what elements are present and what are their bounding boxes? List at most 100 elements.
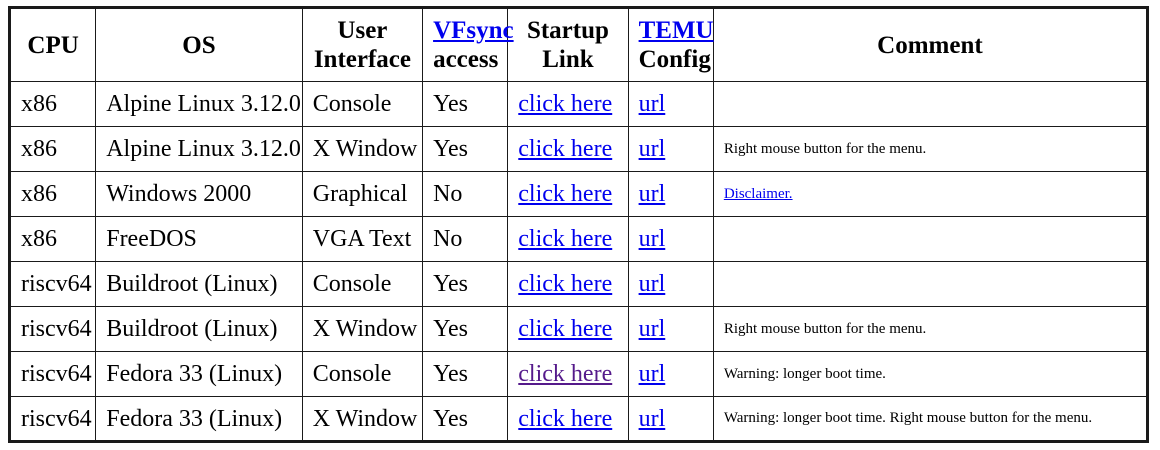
cell-cpu: x86: [8, 216, 97, 262]
cell-user-interface: Console: [301, 351, 424, 397]
cell-user-interface: Console: [301, 81, 424, 127]
temu-config-link[interactable]: url: [638, 226, 666, 252]
cell-cpu: x86: [8, 126, 97, 172]
cell-comment: Right mouse button for the menu.: [712, 126, 1149, 172]
cell-vfsync-access: Yes: [422, 396, 509, 442]
column-header-cpu: CPU: [8, 7, 97, 82]
cell-startup-link: click here: [507, 216, 629, 262]
cell-vfsync-access: Yes: [422, 126, 509, 172]
cell-user-interface: X Window: [301, 396, 424, 442]
cell-temu-config: url: [627, 81, 714, 127]
column-header-vfsync-line1: VFsync: [433, 16, 514, 45]
cell-temu-config: url: [627, 396, 714, 442]
cell-vfsync-access: Yes: [422, 306, 509, 352]
temu-config-link[interactable]: url: [638, 316, 666, 342]
cell-startup-link: click here: [507, 261, 629, 307]
column-header-os: OS: [95, 7, 303, 82]
cell-cpu: riscv64: [8, 351, 97, 397]
cell-os: Buildroot (Linux): [95, 306, 303, 352]
temu-config-link[interactable]: url: [638, 361, 666, 387]
startup-link[interactable]: click here: [518, 91, 613, 117]
temu-config-link[interactable]: url: [638, 181, 666, 207]
comment-text: Warning: longer boot time.: [723, 365, 886, 382]
temu-config-link[interactable]: url: [638, 136, 666, 162]
cell-startup-link: click here: [507, 81, 629, 127]
temu-config-link[interactable]: url: [638, 271, 666, 297]
cell-temu-config: url: [627, 351, 714, 397]
cell-user-interface: Console: [301, 261, 424, 307]
startup-link[interactable]: click here: [518, 226, 613, 252]
cell-temu-config: url: [627, 171, 714, 217]
cell-vfsync-access: Yes: [422, 351, 509, 397]
cell-comment: Right mouse button for the menu.: [712, 306, 1149, 352]
cell-comment: [712, 81, 1149, 127]
comment-text: Right mouse button for the menu.: [723, 320, 927, 337]
cell-vfsync-access: No: [422, 216, 509, 262]
cell-user-interface: X Window: [301, 126, 424, 172]
cell-cpu: riscv64: [8, 396, 97, 442]
startup-link[interactable]: click here: [518, 316, 613, 342]
cell-os: Buildroot (Linux): [95, 261, 303, 307]
cell-vfsync-access: Yes: [422, 261, 509, 307]
column-header-startup-line2: Link: [542, 46, 594, 73]
cell-temu-config: url: [627, 126, 714, 172]
cell-cpu: riscv64: [8, 306, 97, 352]
cell-comment: Disclaimer.: [712, 171, 1149, 217]
cell-cpu: x86: [8, 171, 97, 217]
cell-user-interface: X Window: [301, 306, 424, 352]
column-header-vfsync-line2: access: [433, 46, 499, 73]
column-header-startup-line1: Startup: [526, 17, 609, 44]
comment-link[interactable]: Disclaimer.: [723, 185, 793, 202]
cell-vfsync-access: Yes: [422, 81, 509, 127]
cell-os: Alpine Linux 3.12.0: [95, 126, 303, 172]
cell-startup-link: click here: [507, 306, 629, 352]
startup-link[interactable]: click here: [518, 271, 613, 297]
cell-os: FreeDOS: [95, 216, 303, 262]
comment-text: Warning: longer boot time. Right mouse b…: [723, 410, 1093, 426]
startup-link[interactable]: click here: [518, 405, 613, 432]
cell-os: Fedora 33 (Linux): [95, 351, 303, 397]
comment-text: Right mouse button for the menu.: [723, 140, 927, 157]
cell-comment: Warning: longer boot time. Right mouse b…: [712, 396, 1149, 442]
cell-cpu: x86: [8, 81, 97, 127]
header-link-vfsync[interactable]: VFsync: [433, 17, 514, 44]
cell-vfsync-access: No: [422, 171, 509, 217]
column-header-cpu-line1: CPU: [27, 31, 79, 59]
cell-os: Windows 2000: [95, 171, 303, 217]
startup-link[interactable]: click here: [518, 361, 613, 387]
cell-startup-link: click here: [507, 171, 629, 217]
cell-comment: [712, 261, 1149, 307]
cell-startup-link: click here: [507, 126, 629, 172]
cell-cpu: riscv64: [8, 261, 97, 307]
cell-os: Alpine Linux 3.12.0: [95, 81, 303, 127]
column-header-comment-line1: Comment: [877, 31, 983, 59]
cell-comment: [712, 216, 1149, 262]
startup-link[interactable]: click here: [518, 181, 613, 207]
cell-temu-config: url: [627, 216, 714, 262]
cell-startup-link: click here: [507, 351, 629, 397]
cell-comment: Warning: longer boot time.: [712, 351, 1149, 397]
temu-config-link[interactable]: url: [638, 405, 666, 432]
temu-config-link[interactable]: url: [638, 91, 666, 117]
startup-link[interactable]: click here: [518, 136, 613, 162]
cell-temu-config: url: [627, 306, 714, 352]
cell-user-interface: VGA Text: [301, 216, 424, 262]
header-link-temu[interactable]: TEMU: [638, 17, 714, 44]
column-header-ui-line2: Interface: [313, 46, 411, 73]
cell-temu-config: url: [627, 261, 714, 307]
